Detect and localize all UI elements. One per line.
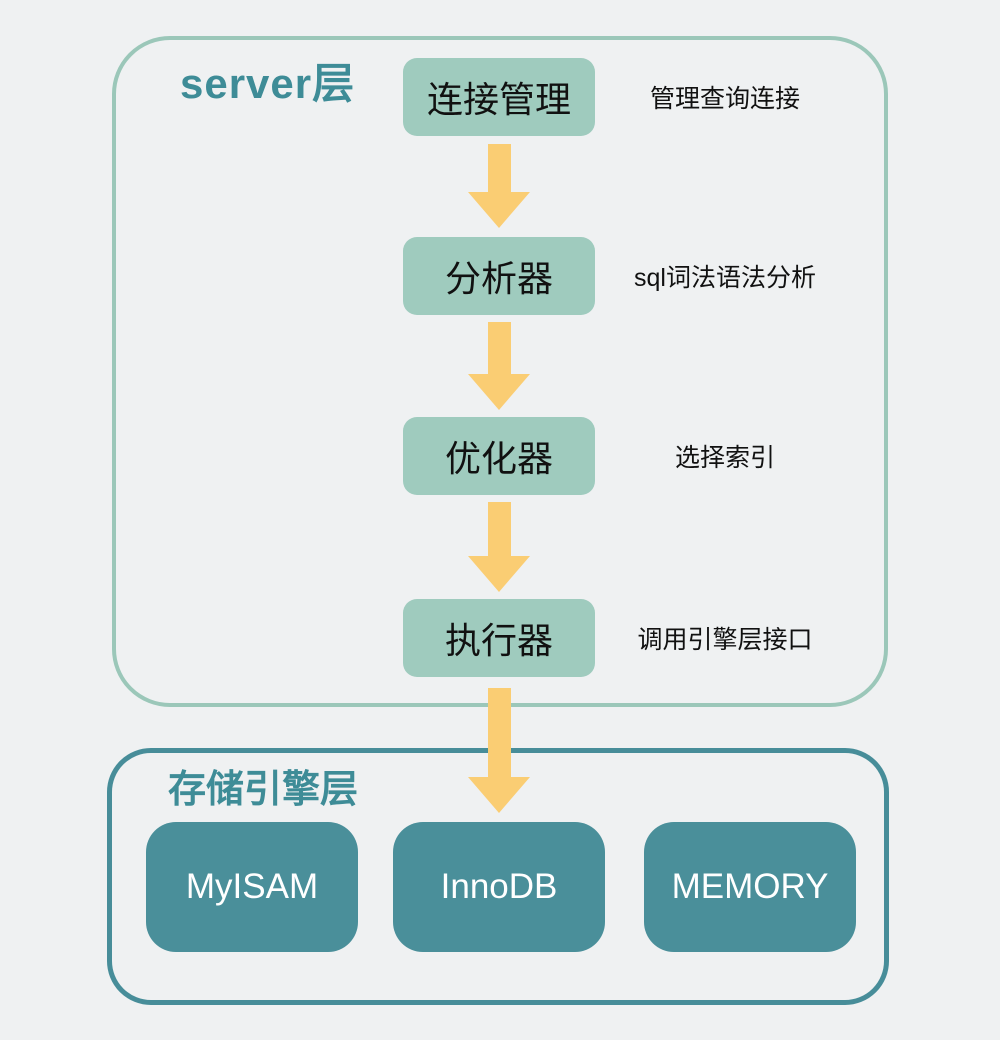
engine-box-memory: MEMORY xyxy=(644,822,856,952)
arrow-down-icon xyxy=(468,144,530,228)
storage-engine-layer-title: 存储引擎层 xyxy=(168,769,359,811)
note-executor: 调用引擎层接口 xyxy=(637,626,813,654)
engine-box-myisam: MyISAM xyxy=(146,822,358,952)
arrow-down-icon xyxy=(468,322,530,410)
note-connection-management: 管理查询连接 xyxy=(649,85,800,113)
arrow-shaft xyxy=(487,144,511,192)
arrow-head xyxy=(468,192,530,228)
note-analyzer: sql词法语法分析 xyxy=(634,264,816,292)
note-optimizer: 选择索引 xyxy=(674,444,775,472)
server-layer-title: server层 xyxy=(180,60,356,107)
step-box-executor: 执行器 xyxy=(403,599,595,677)
step-box-optimizer: 优化器 xyxy=(403,417,595,495)
arrow-head xyxy=(468,556,530,592)
engine-box-innodb: InnoDB xyxy=(393,822,605,952)
arrow-head xyxy=(468,374,530,410)
arrow-down-icon xyxy=(468,688,530,813)
step-box-connection-management: 连接管理 xyxy=(403,58,595,136)
arrow-head xyxy=(468,777,530,813)
step-box-analyzer: 分析器 xyxy=(403,237,595,315)
arrow-shaft xyxy=(487,502,511,556)
arrow-shaft xyxy=(487,322,511,374)
arrow-down-icon xyxy=(468,502,530,592)
arrow-shaft xyxy=(487,688,511,777)
